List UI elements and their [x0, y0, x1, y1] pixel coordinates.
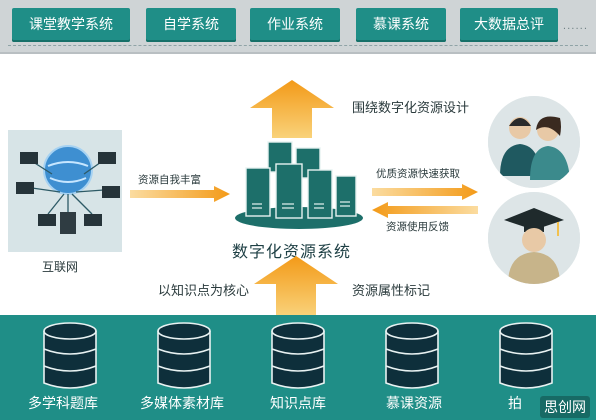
teachers-image — [488, 96, 580, 188]
internet-image — [8, 130, 122, 252]
right-arrow-quick-access — [372, 184, 478, 200]
right-arrow-resource — [130, 186, 230, 202]
server-cluster-icon — [235, 141, 363, 229]
internet-caption: 互联网 — [42, 260, 79, 274]
system-button-big-data[interactable]: 大数据总评 — [460, 8, 558, 42]
db-label-multimedia: 多媒体素材库 — [140, 396, 224, 412]
system-button-homework[interactable]: 作业系统 — [250, 8, 340, 42]
db-label-mooc-resources: 慕课资源 — [386, 396, 442, 412]
graduate-avatar-icon — [488, 192, 580, 284]
ellipsis-icon: ······ — [562, 24, 588, 35]
usage-feedback-label: 资源使用反馈 — [386, 221, 449, 233]
up-arrow-top — [250, 80, 334, 138]
design-around-label: 围绕数字化资源设计 — [352, 101, 470, 116]
knowledge-core-label: 以知识点为核心 — [158, 284, 250, 299]
database-icon-3 — [271, 322, 325, 389]
quick-access-label: 优质资源快速获取 — [376, 168, 460, 180]
db-label-partial: 拍 — [508, 396, 522, 412]
database-icon-2 — [157, 322, 211, 389]
digital-resource-system-title: 数字化资源系统 — [232, 242, 352, 261]
database-icon-5 — [499, 322, 553, 389]
watermark: 思创网 — [540, 396, 590, 418]
system-button-classroom[interactable]: 课堂教学系统 — [12, 8, 130, 42]
system-button-self-study[interactable]: 自学系统 — [146, 8, 236, 42]
system-bar: 课堂教学系统 自学系统 作业系统 慕课系统 大数据总评 ······ — [0, 0, 596, 54]
self-enrich-label: 资源自我丰富 — [138, 174, 201, 186]
left-arrow-feedback — [372, 202, 478, 218]
teacher-avatar-icon — [488, 96, 580, 188]
database-icon-1 — [43, 322, 97, 389]
db-label-knowledge-points: 知识点库 — [270, 396, 326, 412]
db-label-question-bank: 多学科题库 — [28, 396, 98, 412]
student-image — [488, 192, 580, 284]
globe-network-icon — [8, 130, 122, 252]
database-icon-4 — [385, 322, 439, 389]
system-button-mooc[interactable]: 慕课系统 — [356, 8, 446, 42]
attribute-mark-label: 资源属性标记 — [352, 284, 431, 299]
dashed-divider — [8, 45, 588, 46]
database-icons — [43, 322, 553, 389]
up-arrow-bottom — [254, 256, 338, 316]
